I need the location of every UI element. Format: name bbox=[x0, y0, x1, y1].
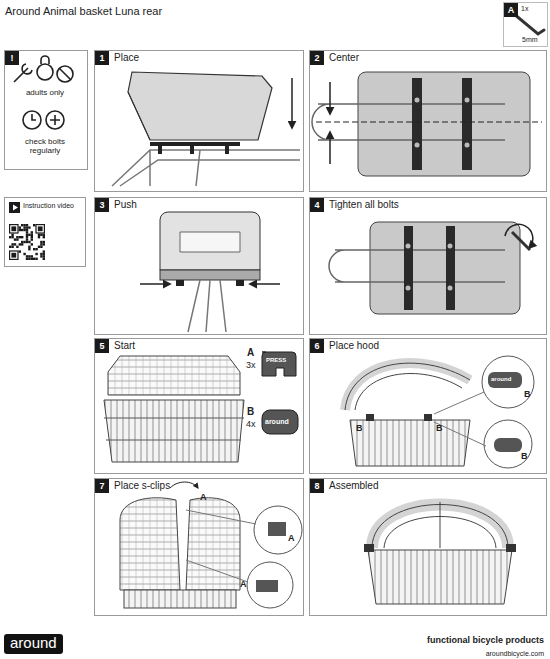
step-number: 2 bbox=[310, 51, 324, 65]
clip-text: around bbox=[265, 418, 289, 426]
part-letter: B bbox=[356, 424, 363, 434]
warning-panel: ! adults only check bolts regularly bbox=[4, 50, 88, 170]
panel-text: 1x bbox=[521, 5, 528, 13]
part-letter: A bbox=[247, 347, 254, 358]
step-number: 1 bbox=[95, 51, 109, 65]
step-title: Tighten all bolts bbox=[329, 199, 399, 211]
step-title: Start bbox=[114, 340, 135, 352]
step8-illustration bbox=[364, 502, 516, 604]
page-title: Around Animal basket Luna rear bbox=[5, 5, 162, 17]
step-number: 7 bbox=[95, 479, 109, 493]
panel-text: 5mm bbox=[522, 36, 538, 44]
step-title: Place bbox=[114, 52, 139, 64]
step-panel: 6 Place hood bbox=[309, 338, 547, 474]
step-number: 8 bbox=[310, 479, 324, 493]
step5-illustration bbox=[104, 352, 298, 462]
panel-text: check bolts regularly bbox=[5, 137, 85, 155]
tool-box: A1x 5mm bbox=[503, 2, 548, 47]
step-panel: 1 Place bbox=[94, 50, 304, 192]
clip-text: PRESS bbox=[266, 357, 286, 364]
panel-text: Instruction video bbox=[23, 202, 81, 210]
footer-text: functional bicycle products bbox=[427, 636, 544, 646]
part-letter: B bbox=[436, 424, 443, 434]
step-number: 4 bbox=[310, 198, 324, 212]
panel-text: adults only bbox=[5, 88, 85, 97]
part-letter: A bbox=[288, 534, 295, 544]
part-letter: B bbox=[521, 452, 528, 462]
step4-illustration bbox=[329, 222, 533, 314]
step-panel: 2 Center bbox=[309, 50, 547, 192]
step6-illustration bbox=[345, 356, 534, 468]
step-title: Place hood bbox=[329, 340, 379, 352]
quantity: 3x bbox=[246, 361, 256, 371]
step3-illustration bbox=[140, 212, 280, 332]
step-title: Push bbox=[114, 199, 137, 211]
step7-illustration bbox=[120, 482, 302, 608]
part-letter: B bbox=[247, 406, 254, 417]
step-title: Place s-clips bbox=[114, 480, 170, 492]
step-number: A bbox=[504, 3, 518, 17]
qr-code bbox=[9, 202, 45, 260]
step-panel: 4 Tighten all bolts bbox=[309, 197, 547, 335]
part-letter: A bbox=[200, 493, 207, 503]
step2-illustration bbox=[312, 72, 542, 176]
step-panel: 8 Assembled bbox=[309, 478, 547, 616]
step-panel: 7 Place s-clips bbox=[94, 478, 304, 616]
clip-text: around bbox=[491, 376, 511, 383]
step1-illustration bbox=[112, 72, 300, 186]
footer-url: aroundbicycle.com bbox=[486, 650, 544, 658]
video-panel: Instruction video bbox=[4, 197, 86, 267]
part-letter: B bbox=[524, 390, 531, 400]
step-title: Center bbox=[329, 52, 359, 64]
step-panel: 3 Push bbox=[94, 197, 304, 335]
step-number: 5 bbox=[95, 339, 109, 353]
part-letter: A bbox=[240, 580, 247, 590]
brand-logo: around bbox=[4, 634, 63, 654]
step-title: Assembled bbox=[329, 480, 378, 492]
quantity: 4x bbox=[246, 420, 256, 430]
hex-key bbox=[514, 14, 544, 34]
step-number: ! bbox=[5, 51, 19, 65]
step-number: 6 bbox=[310, 339, 324, 353]
step-number: 3 bbox=[95, 198, 109, 212]
